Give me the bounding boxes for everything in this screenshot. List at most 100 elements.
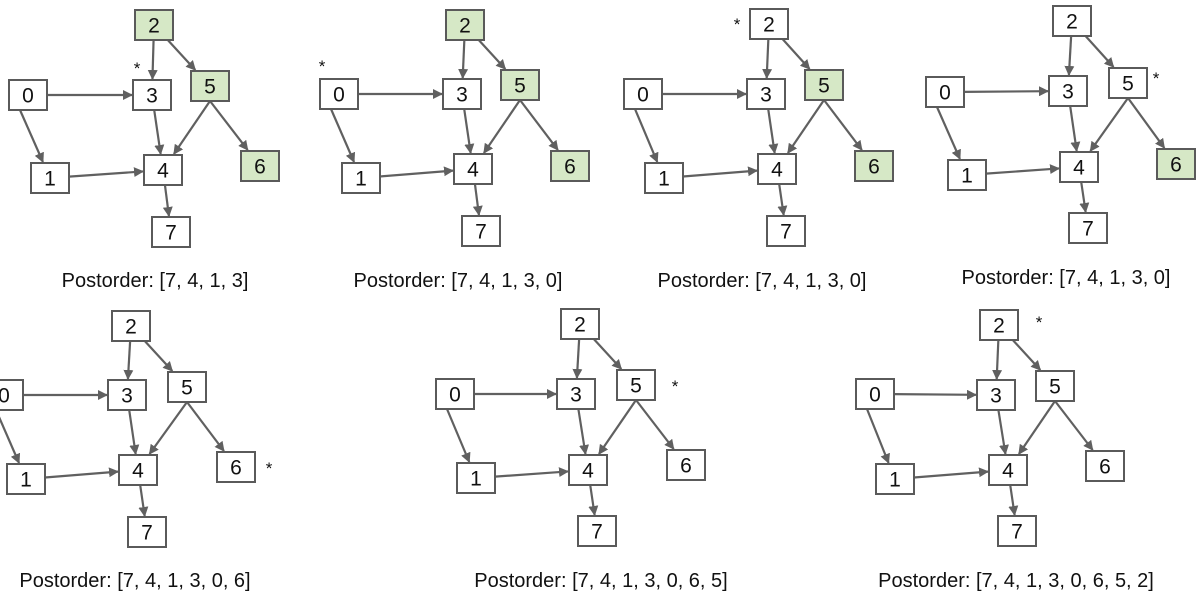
edge-1-to-4 [68, 167, 144, 178]
edge-3-to-4 [577, 408, 590, 455]
node-label: 5 [181, 377, 193, 400]
node-label: 3 [570, 384, 582, 407]
postorder-caption: Postorder: [7, 4, 1, 3] [62, 270, 249, 292]
node-box [560, 308, 600, 340]
node-box [1035, 370, 1075, 402]
edge-0-to-1 [935, 106, 961, 160]
edge-2-to-3 [572, 338, 583, 379]
node-4: 4 [453, 153, 493, 185]
node-box [456, 462, 496, 494]
node-7: 7 [766, 215, 806, 247]
node-label: 6 [1099, 456, 1111, 479]
node-box [453, 153, 493, 185]
node-box [577, 515, 617, 547]
node-label: 6 [230, 457, 242, 480]
node-box [568, 454, 608, 486]
node-box [435, 378, 475, 410]
node-box-highlighted [240, 150, 280, 182]
node-label: 5 [630, 375, 642, 398]
node-label: 7 [1082, 218, 1094, 241]
node-3: 3 [556, 378, 596, 410]
edges [18, 39, 249, 217]
edge-4-to-7 [1079, 181, 1090, 213]
node-5: 5 [167, 371, 207, 403]
node-label: 6 [564, 156, 576, 179]
node-box-highlighted [134, 9, 174, 41]
edges [329, 39, 559, 216]
node-3: 3 [442, 78, 482, 110]
node-1: 1 [30, 162, 70, 194]
edge-4-to-7 [162, 184, 173, 217]
node-label: 6 [254, 156, 266, 179]
node-label: 7 [141, 522, 153, 545]
node-0: 0 [925, 76, 965, 108]
node-box [875, 463, 915, 495]
node-5: 5 [500, 69, 540, 101]
node-7: 7 [577, 515, 617, 547]
node-box [855, 378, 895, 410]
edge-0-to-1 [445, 408, 471, 463]
node-5: 5 [1108, 67, 1148, 99]
node-label: 4 [467, 159, 479, 182]
node-box [143, 154, 183, 186]
edge-3-to-4 [1069, 105, 1081, 152]
node-6: 6 [550, 150, 590, 182]
node-5: 5 [616, 369, 656, 401]
node-4: 4 [757, 153, 797, 185]
node-label: 4 [132, 460, 144, 483]
edge-1-to-4 [379, 166, 454, 178]
node-label: 3 [146, 85, 158, 108]
node-label: 1 [658, 168, 670, 191]
node-box [118, 454, 158, 486]
edge-3-to-4 [767, 108, 779, 154]
node-4: 4 [1059, 151, 1099, 183]
node-box [6, 463, 46, 495]
node-box [1048, 75, 1088, 107]
node-label: 2 [763, 14, 775, 37]
edge-0-to-1 [0, 416, 21, 464]
edge-1-to-4 [682, 166, 758, 178]
edge-2-to-5 [1084, 35, 1115, 68]
node-label: 1 [889, 469, 901, 492]
node-box [988, 454, 1028, 486]
edge-0-to-3 [963, 86, 1049, 97]
node-4: 4 [988, 454, 1028, 486]
node-2: 2 [445, 9, 485, 41]
node-label: 6 [868, 156, 880, 179]
edge-4-to-7 [138, 484, 149, 517]
edge-5-to-4 [482, 99, 521, 154]
node-5: 5 [190, 70, 230, 102]
edge-2-to-3 [458, 39, 469, 79]
current-node-marker: * [1153, 69, 1160, 88]
node-box [623, 78, 663, 110]
node-label: 4 [1002, 460, 1014, 483]
node-6: 6 [216, 451, 256, 483]
node-3: 3 [976, 379, 1016, 411]
postorder-caption: Postorder: [7, 4, 1, 3, 0] [961, 267, 1170, 289]
current-node-marker: * [319, 57, 326, 76]
edge-3-to-4 [463, 108, 475, 154]
edge-5-to-6 [519, 99, 559, 151]
edge-0-to-1 [633, 108, 659, 163]
node-label: 7 [591, 521, 603, 544]
node-box [30, 162, 70, 194]
node-label: 2 [993, 315, 1005, 338]
node-5: 5 [804, 69, 844, 101]
node-box [666, 449, 706, 481]
current-node-marker: * [734, 15, 741, 34]
edge-2-to-3 [762, 38, 773, 79]
node-6: 6 [666, 449, 706, 481]
node-0: 0 [319, 78, 359, 110]
node-box [997, 515, 1037, 547]
edge-2-to-3 [123, 340, 134, 380]
edge-5-to-6 [186, 401, 225, 452]
node-0: 0 [0, 379, 24, 411]
node-box [976, 379, 1016, 411]
node-label: 1 [470, 468, 482, 491]
node-1: 1 [341, 162, 381, 194]
